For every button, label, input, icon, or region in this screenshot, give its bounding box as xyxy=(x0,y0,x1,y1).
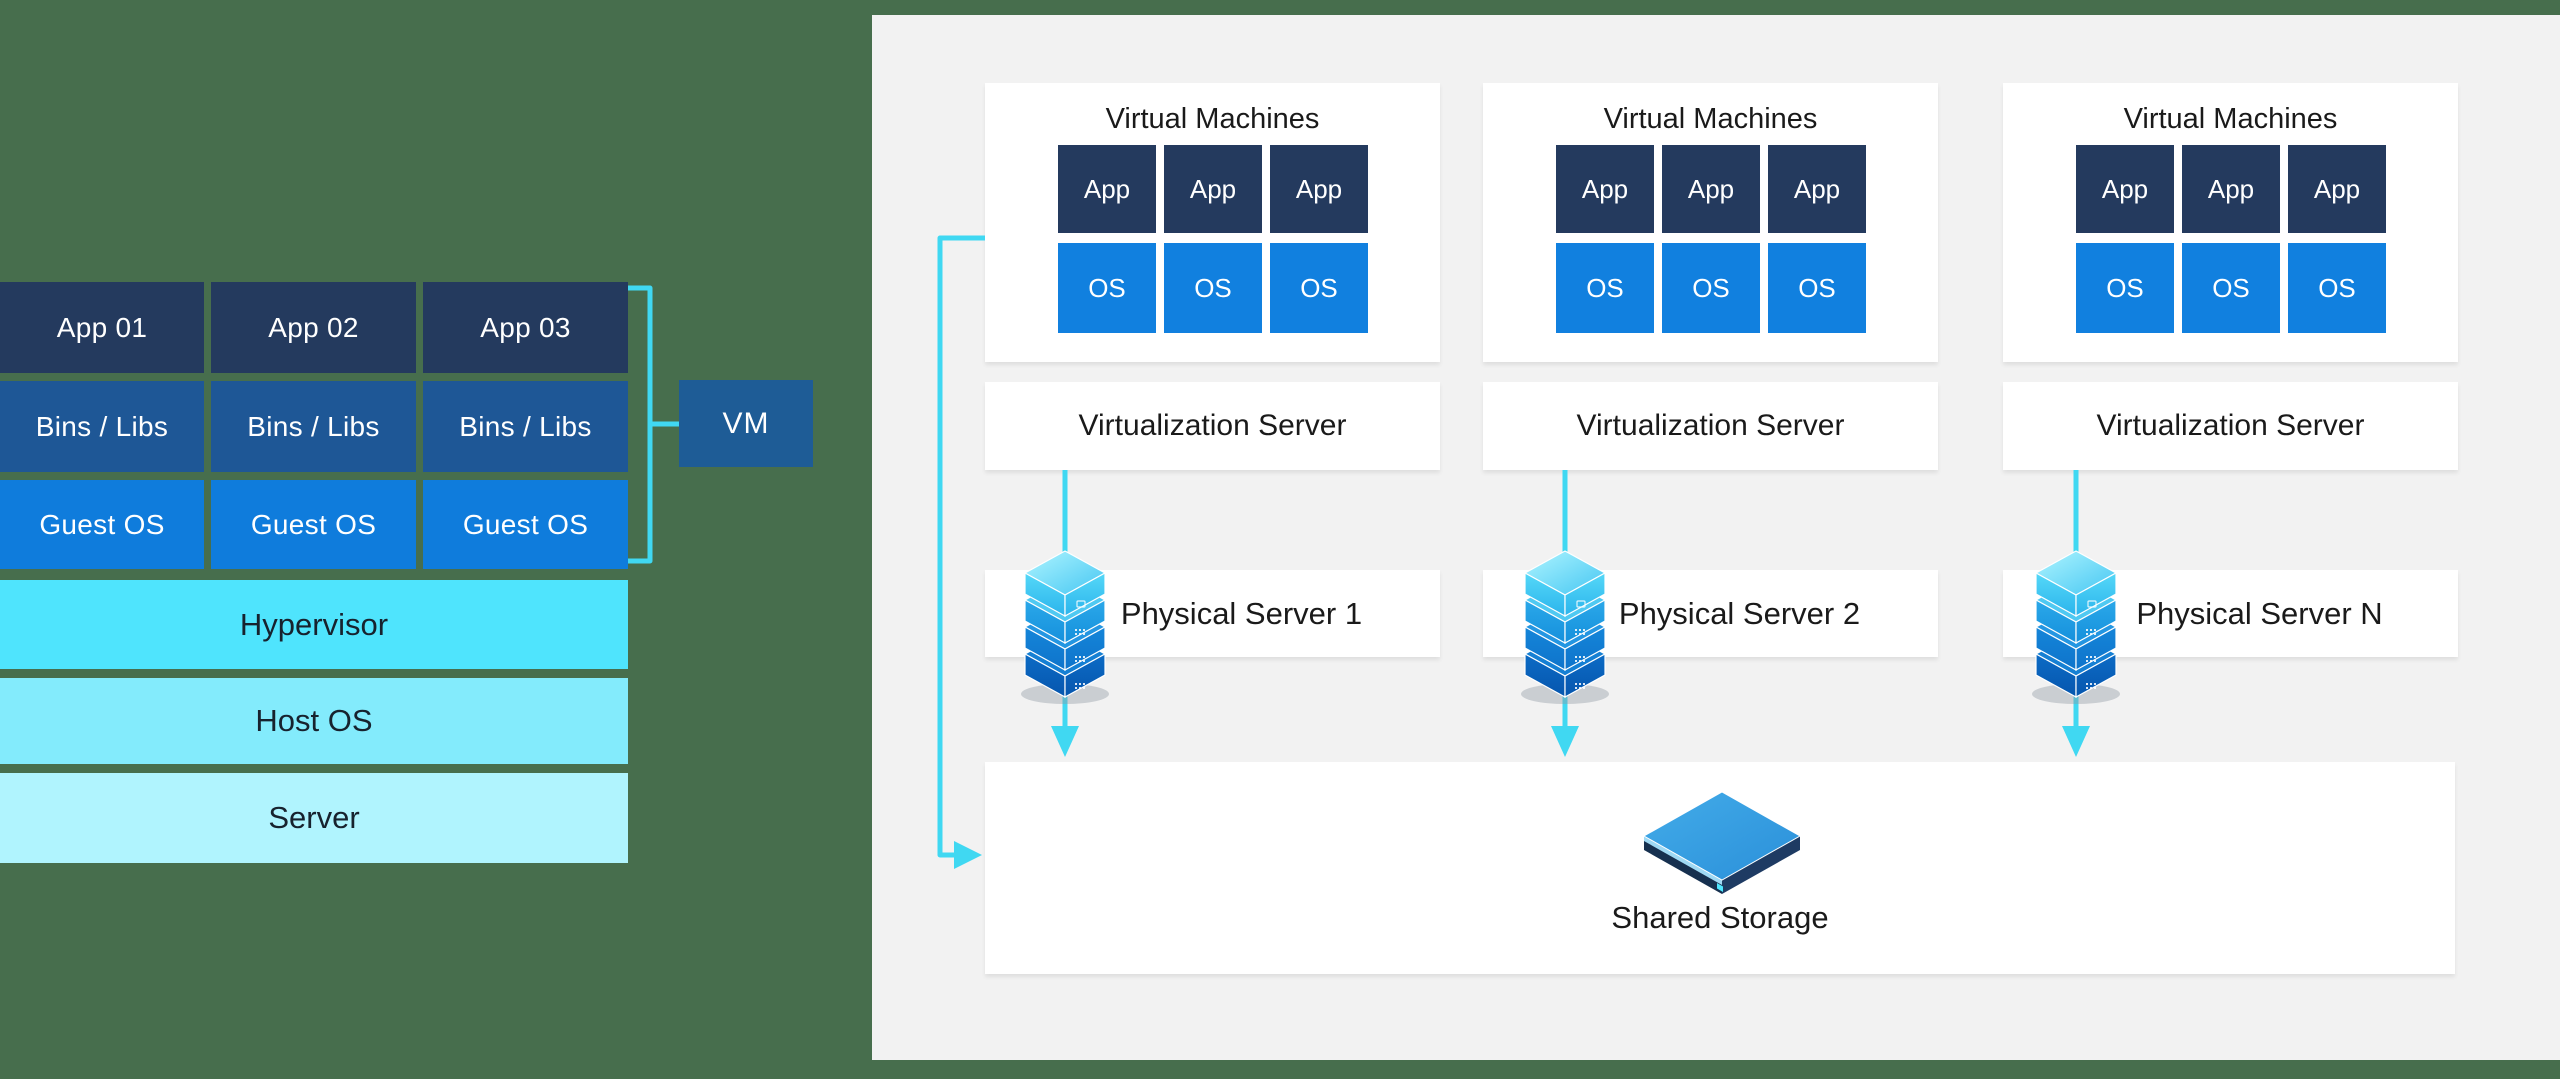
hypervisor-label: Hypervisor xyxy=(239,606,389,642)
guest-os-label-2: Guest OS xyxy=(250,508,377,540)
physical-server-icon-3 xyxy=(2032,550,2120,704)
bins-libs-box-2: Bins / Libs xyxy=(211,381,416,472)
vm1-app-box-3: App xyxy=(1270,145,1368,233)
shared-storage-icon xyxy=(1642,791,1802,894)
app-02-box: App 02 xyxy=(211,282,416,373)
vm-card-1-title: Virtual Machines xyxy=(1105,103,1320,135)
physical-server-label-3: Physical Server N xyxy=(2136,595,2383,631)
vm2-app-box-3: App xyxy=(1768,145,1866,233)
bins-libs-box-1: Bins / Libs xyxy=(0,381,204,472)
vm2-app-box-2: App xyxy=(1662,145,1760,233)
vm1-app-box-2: App xyxy=(1164,145,1262,233)
physical-server-label-2: Physical Server 2 xyxy=(1618,595,1861,631)
bins-libs-label-3: Bins / Libs xyxy=(459,410,592,442)
app-02-label: App 02 xyxy=(268,311,359,343)
virtualization-server-label-1: Virtualization Server xyxy=(1078,409,1347,442)
vm-card-3-title: Virtual Machines xyxy=(2123,103,2338,135)
guest-os-box-3: Guest OS xyxy=(423,480,628,569)
guest-os-label-3: Guest OS xyxy=(462,508,589,540)
vm-card-2: Virtual Machines App App App OS OS OS xyxy=(1483,83,1938,362)
vm2-app-box-1: App xyxy=(1556,145,1654,233)
virtualization-server-bar-1: Virtualization Server xyxy=(985,382,1440,470)
host-os-bar: Host OS xyxy=(0,678,628,764)
shared-storage-label: Shared Storage xyxy=(1611,900,1829,935)
bins-libs-label-1: Bins / Libs xyxy=(35,410,169,442)
vm3-os-box-1: OS xyxy=(2076,243,2174,333)
vm3-os-box-3: OS xyxy=(2288,243,2386,333)
guest-os-box-1: Guest OS xyxy=(0,480,204,569)
vm2-os-box-2: OS xyxy=(1662,243,1760,333)
server-bar: Server xyxy=(0,773,628,863)
vm3-app-box-3: App xyxy=(2288,145,2386,233)
virtualization-server-label-2: Virtualization Server xyxy=(1576,409,1845,442)
vm2-os-box-3: OS xyxy=(1768,243,1866,333)
physical-server-label-1: Physical Server 1 xyxy=(1120,595,1363,631)
vm-bracket xyxy=(628,285,679,564)
vm3-os-box-2: OS xyxy=(2182,243,2280,333)
vm1-os-box-1: OS xyxy=(1058,243,1156,333)
virtualization-server-bar-3: Virtualization Server xyxy=(2003,382,2458,470)
vm-card-2-title: Virtual Machines xyxy=(1603,103,1818,135)
server-port-dots xyxy=(1075,600,1086,689)
app-01-label: App 01 xyxy=(56,311,148,343)
physical-server-icon-1 xyxy=(1021,550,1109,704)
guest-os-label-1: Guest OS xyxy=(39,508,165,540)
app-03-label: App 03 xyxy=(480,311,571,343)
vm3-app-box-2: App xyxy=(2182,145,2280,233)
app-01-box: App 01 xyxy=(0,282,204,373)
physical-server-icon-2 xyxy=(1521,550,1609,704)
vm1-os-box-3: OS xyxy=(1270,243,1368,333)
vm1-os-box-2: OS xyxy=(1164,243,1262,333)
hypervisor-bar: Hypervisor xyxy=(0,580,628,669)
host-os-label: Host OS xyxy=(255,703,373,738)
vm2-os-box-1: OS xyxy=(1556,243,1654,333)
bins-libs-box-3: Bins / Libs xyxy=(423,381,628,472)
vm-card-3: Virtual Machines App App App OS OS OS xyxy=(2003,83,2458,362)
vm-card-1: Virtual Machines App App App OS OS OS xyxy=(985,83,1440,362)
server-label: Server xyxy=(268,800,360,835)
vm3-app-box-1: App xyxy=(2076,145,2174,233)
virtualization-server-label-3: Virtualization Server xyxy=(2096,409,2365,442)
guest-os-box-2: Guest OS xyxy=(211,480,416,569)
vm1-app-box-1: App xyxy=(1058,145,1156,233)
bins-libs-label-2: Bins / Libs xyxy=(247,410,380,442)
virtualization-server-bar-2: Virtualization Server xyxy=(1483,382,1938,470)
vm-badge: VM xyxy=(679,380,813,467)
app-03-box: App 03 xyxy=(423,282,628,373)
vm-badge-label: VM xyxy=(722,406,770,440)
